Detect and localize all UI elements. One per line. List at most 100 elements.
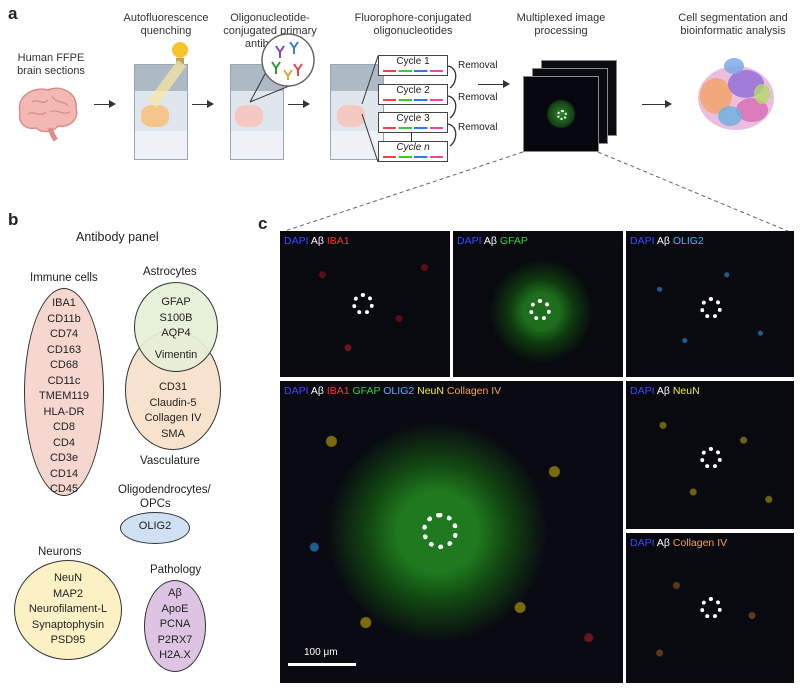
- removal-label-1: Removal: [458, 60, 498, 71]
- immune-heading: Immune cells: [30, 272, 98, 284]
- marker-item: PSD95: [50, 634, 86, 646]
- micrograph-iba1: DAPI Aβ IBA1: [280, 231, 450, 377]
- cycle-label-2: Cycle 2: [396, 85, 430, 96]
- cycle-box-n: Cycle n: [378, 141, 448, 162]
- cycle-label-3: Cycle 3: [396, 113, 430, 124]
- marker-item: MAP2: [53, 587, 83, 600]
- vasculature-heading: Vasculature: [140, 455, 200, 467]
- marker-item: CD4: [52, 436, 75, 449]
- label-merged-panel: DAPI Aβ IBA1 GFAP OLIG2 NeuN Collagen IV: [284, 385, 502, 397]
- marker-item: CD8: [52, 421, 75, 433]
- tube-antibody-icon: [230, 64, 284, 160]
- flow-arrow-1: [94, 100, 116, 108]
- label-collagen-panel: DAPI Aβ Collagen IV: [630, 537, 728, 549]
- cycle-label-1: Cycle 1: [396, 56, 430, 67]
- marker-item: NeuN: [53, 572, 83, 584]
- umap-cluster-icon: [698, 58, 774, 130]
- pathology-ellipse: [144, 580, 206, 672]
- panel-b-letter: b: [8, 210, 19, 229]
- marker-item: AQP4: [161, 327, 191, 339]
- abeta-plaque: [352, 293, 374, 315]
- abeta-plaque: [700, 597, 722, 619]
- panel-c-letter: c: [258, 214, 268, 233]
- neurons-ellipse: [14, 560, 122, 660]
- removal-curve-arrows: [447, 65, 457, 147]
- abeta-plaque: [529, 299, 551, 321]
- marker-item: H2A.X: [159, 649, 191, 661]
- antibody-magnifier-icon: [249, 33, 315, 103]
- marker-item: CD68: [49, 359, 79, 371]
- neurons-heading: Neurons: [38, 546, 82, 558]
- micrograph-collagen: DAPI Aβ Collagen IV: [626, 533, 794, 683]
- step-imaging-caption: Multiplexed image processing: [516, 12, 606, 37]
- removal-label-2: Removal: [458, 92, 498, 103]
- label-gfap-panel: DAPI Aβ GFAP: [457, 235, 528, 247]
- label-iba1-panel: DAPI Aβ IBA1: [284, 235, 350, 247]
- removal-label-3: Removal: [458, 122, 498, 133]
- marker-item: Neurofilament-L: [28, 603, 108, 615]
- marker-item: Collagen IV: [144, 412, 202, 424]
- marker-item: CD3e: [49, 452, 79, 464]
- step-brain-caption: Human FFPE brain sections: [17, 52, 85, 77]
- marker-item: CD163: [46, 343, 82, 356]
- cycle-box-2: Cycle 2: [378, 84, 448, 105]
- marker-item: S100B: [159, 311, 193, 324]
- astrocytes-ellipse: [134, 282, 218, 372]
- marker-item: PCNA: [159, 618, 191, 630]
- oligo-ellipse: [120, 512, 190, 544]
- shared-marker: Vimentin: [154, 349, 198, 361]
- cycle-continuation-line: [411, 133, 412, 141]
- step-quench-caption: Autofluorescence quenching: [123, 12, 209, 37]
- step-analysis-caption: Cell segmentation and bioinformatic anal…: [678, 12, 788, 37]
- scale-bar-label: 100 μm: [304, 647, 338, 658]
- micrograph-gfap: DAPI Aβ GFAP: [453, 231, 623, 377]
- zoom-dashed-lines: [281, 151, 791, 233]
- marker-item: Claudin-5: [149, 396, 197, 409]
- abeta-plaque: [422, 513, 458, 549]
- marker-item: TMEM119: [39, 390, 89, 402]
- astrocytes-heading: Astrocytes: [143, 266, 197, 278]
- panel-a-letter: a: [8, 4, 18, 23]
- oligo-heading-line2: OPCs: [140, 498, 171, 510]
- marker-item: SMA: [161, 427, 185, 440]
- oligo-heading-line1: Oligodendrocytes/: [118, 484, 211, 496]
- flow-arrow-4: [478, 80, 510, 88]
- brain-icon: [18, 87, 78, 142]
- marker-item: CD45: [49, 483, 79, 495]
- light-beam: [148, 60, 186, 108]
- oligo-marker: OLIG2: [138, 520, 172, 532]
- abeta-plaque: [700, 447, 722, 469]
- cycle-box-3: Cycle 3: [378, 112, 448, 133]
- step-fluor-caption: Fluorophore-conjugated oligonucleotides: [354, 12, 472, 37]
- pathology-heading: Pathology: [150, 564, 202, 576]
- lightbulb-icon: [172, 42, 188, 64]
- marker-item: CD31: [158, 381, 188, 393]
- cycle-box-1: Cycle 1: [378, 55, 448, 76]
- marker-item: CD74: [49, 328, 79, 340]
- micrograph-olig2: DAPI Aβ OLIG2: [626, 231, 794, 377]
- label-olig2-panel: DAPI Aβ OLIG2: [630, 235, 704, 247]
- flow-arrow-5: [642, 100, 672, 108]
- cycle-label-n: Cycle n: [396, 142, 430, 153]
- label-neun-panel: DAPI Aβ NeuN: [630, 385, 700, 397]
- marker-item: Synaptophysin: [31, 618, 105, 631]
- image-stack-front: [523, 76, 599, 152]
- immune-ellipse: [24, 288, 104, 496]
- cycle-connector-lines: [361, 55, 379, 163]
- marker-item: P2RX7: [157, 633, 193, 646]
- abeta-plaque: [700, 297, 722, 319]
- marker-item: GFAP: [161, 296, 191, 308]
- tube-fluor-icon: [330, 64, 384, 160]
- marker-item: HLA-DR: [43, 405, 85, 418]
- antibody-panel-title: Antibody panel: [76, 230, 159, 244]
- marker-item: Aβ: [168, 587, 182, 599]
- marker-item: CD11c: [47, 374, 81, 387]
- astrocytes-marker-list: GFAP S100B AQP4: [136, 295, 216, 342]
- marker-item: CD14: [49, 467, 79, 480]
- scale-bar: [288, 663, 356, 666]
- marker-item: CD11b: [47, 312, 81, 325]
